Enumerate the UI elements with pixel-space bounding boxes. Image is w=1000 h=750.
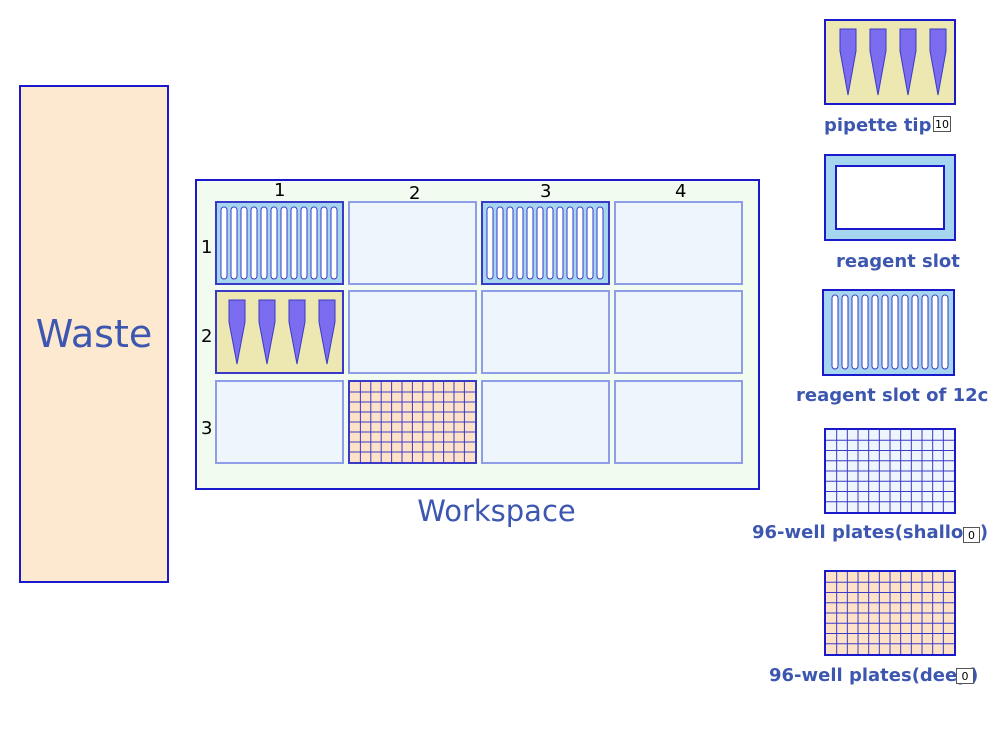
palette-label-reagent-slot-12c: reagent slot of 12c	[796, 385, 989, 406]
slot-r1c1-reagent-12c[interactable]	[215, 201, 344, 285]
palette-plate-shallow[interactable]	[824, 428, 956, 514]
column-header: 1	[274, 180, 286, 201]
plate-shallow-count[interactable]: 0	[963, 527, 980, 543]
pipette-tip-icon	[839, 28, 947, 96]
palette-label-plate-deep: 96-well plates(deep)	[769, 665, 979, 686]
row-header: 2	[201, 326, 213, 347]
well-plate-icon	[826, 430, 954, 512]
reagent-slot-icon	[835, 165, 945, 230]
reagent-12c-icon	[831, 294, 949, 370]
reagent-12c-icon	[486, 206, 604, 280]
palette-reagent-slot-12c[interactable]	[822, 289, 955, 376]
palette-label-reagent-slot: reagent slot	[836, 251, 960, 272]
column-header: 3	[540, 181, 552, 202]
slot-r2c2[interactable]	[348, 290, 477, 374]
well-plate-icon	[826, 572, 954, 654]
reagent-12c-icon	[220, 206, 338, 280]
well-plate-icon	[350, 382, 475, 462]
palette-plate-deep[interactable]	[824, 570, 956, 656]
slot-r3c1[interactable]	[215, 380, 344, 464]
palette-label-pipette-tip: pipette tip	[824, 115, 932, 136]
pipette-tip-icon	[228, 299, 336, 365]
slot-r3c3[interactable]	[481, 380, 610, 464]
row-header: 1	[201, 237, 213, 258]
slot-r1c4[interactable]	[614, 201, 743, 285]
workspace-label: Workspace	[417, 494, 576, 528]
workspace-grid: 1 2 3 4 1 2 3	[195, 179, 760, 490]
slot-r2c3[interactable]	[481, 290, 610, 374]
pipette-tip-count[interactable]: 10	[933, 116, 951, 132]
row-header: 3	[201, 418, 213, 439]
slot-r1c3-reagent-12c[interactable]	[481, 201, 610, 285]
slot-r2c4[interactable]	[614, 290, 743, 374]
slot-r2c1-pipette-tip[interactable]	[215, 290, 344, 374]
slot-r3c4[interactable]	[614, 380, 743, 464]
plate-deep-count[interactable]: 0	[956, 668, 974, 684]
waste-bin[interactable]: Waste	[19, 85, 169, 583]
column-header: 2	[409, 183, 421, 204]
palette-pipette-tip[interactable]	[824, 19, 956, 105]
palette-reagent-slot[interactable]	[824, 154, 956, 241]
waste-label: Waste	[35, 312, 153, 356]
column-header: 4	[675, 181, 687, 202]
palette-label-plate-shallow: 96-well plates(shallow)	[752, 522, 989, 543]
slot-r3c2-plate-deep[interactable]	[348, 380, 477, 464]
slot-r1c2[interactable]	[348, 201, 477, 285]
